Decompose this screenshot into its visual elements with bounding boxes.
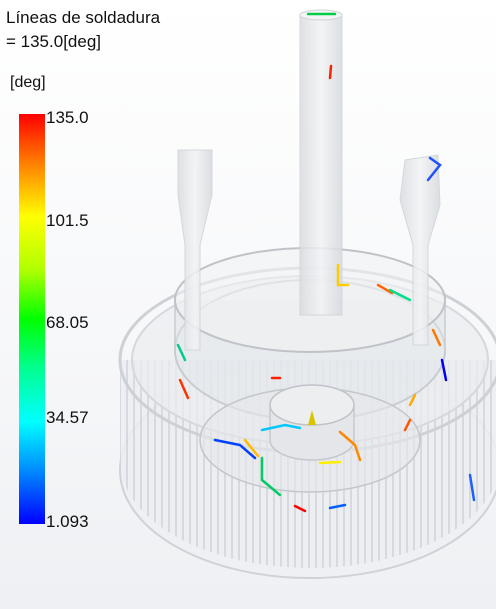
legend-tick-max: 135.0 xyxy=(46,108,89,127)
color-scale-bar xyxy=(19,114,45,524)
legend-tick-2: 101.5 xyxy=(46,211,89,230)
legend-title: Líneas de soldadura xyxy=(6,8,161,27)
legend-unit: [deg] xyxy=(10,74,46,91)
weld-lines xyxy=(176,12,476,513)
legend-tick-3: 68.05 xyxy=(46,313,89,332)
legend-tick-min: 1.093 xyxy=(46,512,89,531)
legend-tick-4: 34.57 xyxy=(46,408,89,427)
legend-threshold: = 135.0[deg] xyxy=(6,32,102,51)
